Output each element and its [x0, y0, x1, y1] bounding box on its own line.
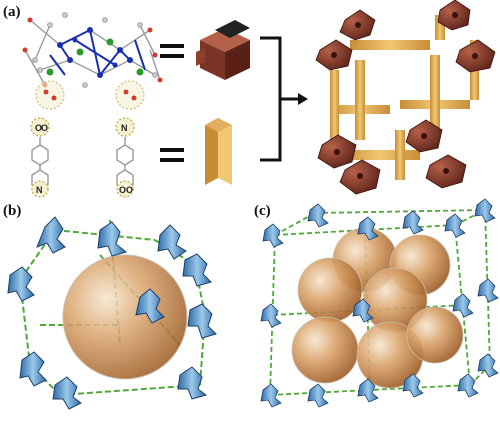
- panel-b-figure: [7, 216, 217, 410]
- brown-node-block: [196, 20, 250, 80]
- equals-sign-top: [160, 44, 184, 58]
- panel-a-figure: O O N N O O: [22, 0, 496, 198]
- cage-sphere: [62, 254, 188, 380]
- blue-sbu-nodes: [7, 216, 217, 410]
- arrow-head: [298, 93, 308, 105]
- assembled-framework: [315, 0, 496, 195]
- atom-label-n1: N: [36, 185, 43, 195]
- linker-molecule-1: [30, 117, 50, 198]
- atom-label-o1: O: [35, 123, 42, 133]
- panel-label-a: (a): [3, 4, 21, 20]
- equals-sign-bottom: [160, 148, 184, 162]
- blue-sbu-nodes-c: [260, 198, 499, 408]
- wood-linker-block: [205, 118, 232, 185]
- atom-label-o3: O: [119, 185, 126, 195]
- atom-label-o4: O: [126, 185, 133, 195]
- linker-molecule-2: [115, 117, 135, 198]
- panel-c-figure: [260, 198, 499, 408]
- atom-label-o2: O: [41, 123, 48, 133]
- cluster-molecule: [22, 12, 163, 110]
- panel-label-b: (b): [3, 203, 22, 219]
- atom-label-n2: N: [121, 123, 128, 133]
- combine-bracket: [260, 36, 300, 162]
- panel-label-c: (c): [254, 203, 271, 219]
- cage-spheres: [291, 227, 464, 389]
